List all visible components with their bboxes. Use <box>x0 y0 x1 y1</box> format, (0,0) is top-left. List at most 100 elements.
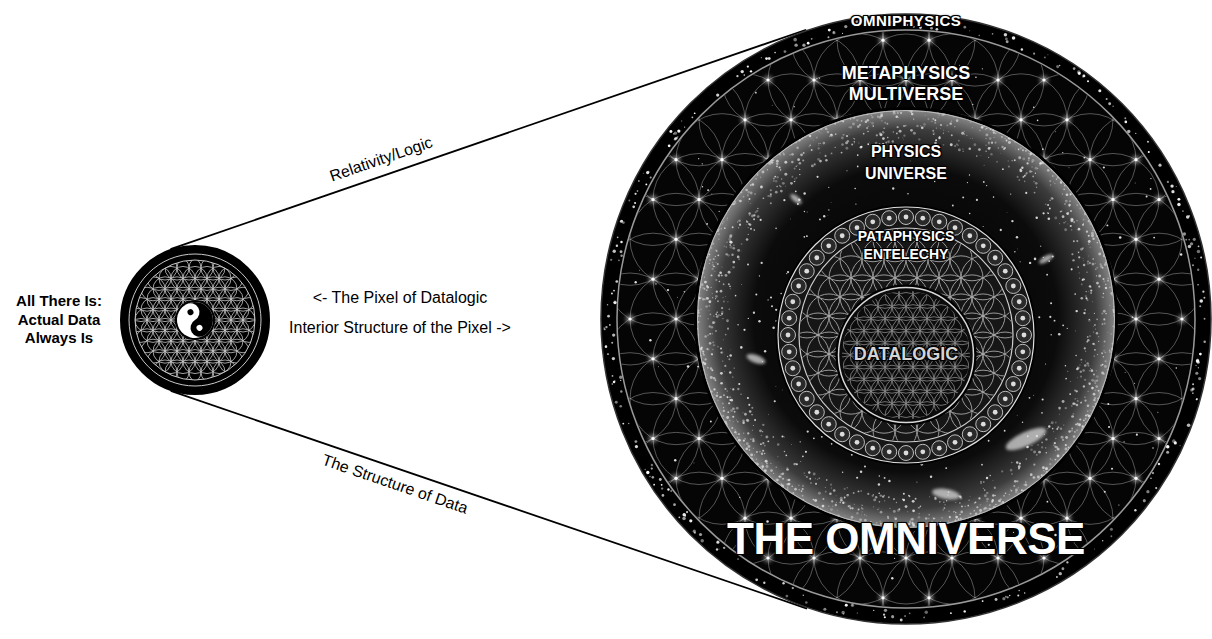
art-part <box>905 125 907 127</box>
art-part <box>916 125 918 127</box>
art-part <box>1047 428 1049 430</box>
art-part <box>620 250 623 253</box>
art-part <box>820 143 822 145</box>
art-part <box>1199 353 1202 356</box>
art-part <box>1087 80 1089 82</box>
art-part <box>1064 447 1067 450</box>
art-part <box>840 497 843 500</box>
art-part <box>1134 317 1137 320</box>
art-part <box>780 483 782 485</box>
art-part <box>1050 184 1051 185</box>
art-part <box>975 76 977 78</box>
art-part <box>1071 253 1073 255</box>
art-part <box>1097 242 1098 243</box>
art-part <box>729 241 731 243</box>
art-part <box>1070 225 1072 227</box>
art-part <box>1002 597 1005 600</box>
art-part <box>1194 258 1195 259</box>
art-part <box>768 163 769 164</box>
art-part <box>1134 397 1137 400</box>
art-part <box>711 354 713 356</box>
art-part <box>1081 401 1082 402</box>
art-part <box>1046 501 1048 503</box>
art-part <box>1058 407 1061 410</box>
art-part <box>1052 428 1054 430</box>
art-part <box>1101 313 1103 315</box>
art-part <box>759 451 761 453</box>
art-part <box>1068 167 1070 169</box>
art-part <box>1006 40 1009 43</box>
art-part <box>651 198 654 201</box>
art-part <box>700 308 702 310</box>
art-part <box>1036 454 1038 456</box>
art-part <box>653 484 655 486</box>
art-part <box>913 132 916 135</box>
art-part <box>992 33 994 35</box>
art-part <box>1104 341 1106 343</box>
art-part <box>643 173 644 174</box>
art-part <box>1099 263 1101 265</box>
art-part <box>693 462 695 464</box>
art-part <box>1076 240 1078 242</box>
art-part <box>766 465 769 468</box>
art-part <box>884 122 886 124</box>
art-part <box>986 498 989 501</box>
art-part <box>584 0 1212 639</box>
art-part <box>749 223 751 225</box>
art-part <box>1084 364 1087 367</box>
art-part <box>721 228 722 229</box>
art-part <box>879 36 887 44</box>
art-part <box>799 162 802 165</box>
art-part <box>832 505 833 506</box>
art-part <box>812 499 814 501</box>
art-part <box>974 502 976 504</box>
art-part <box>725 274 728 277</box>
art-part <box>994 495 996 497</box>
art-part <box>716 93 719 96</box>
art-part <box>704 288 706 290</box>
art-part <box>732 376 733 377</box>
art-part <box>1180 253 1182 255</box>
art-part <box>1093 393 1096 396</box>
art-part <box>711 353 713 355</box>
art-part <box>1018 149 1020 151</box>
art-part <box>835 504 837 506</box>
art-part <box>1072 259 1074 261</box>
art-part <box>1119 236 1122 239</box>
art-part <box>968 148 971 151</box>
art-part <box>776 186 777 187</box>
art-part <box>1019 169 1022 172</box>
art-part <box>170 295 219 344</box>
art-part <box>854 142 855 143</box>
art-part <box>837 510 838 511</box>
art-part <box>811 38 813 40</box>
art-part <box>879 501 881 503</box>
art-part <box>985 133 988 136</box>
art-part <box>1195 372 1198 375</box>
art-part <box>186 308 194 316</box>
art-part <box>1020 147 1022 149</box>
art-part <box>1190 388 1193 391</box>
art-part <box>674 132 677 135</box>
art-part <box>622 423 624 425</box>
art-part <box>744 444 745 445</box>
art-part <box>955 512 956 513</box>
art-part <box>1061 567 1064 570</box>
art-part <box>883 552 975 639</box>
art-part <box>1004 147 1006 149</box>
art-part <box>1118 504 1119 505</box>
art-part <box>837 552 929 639</box>
art-part <box>812 78 815 81</box>
art-part <box>1060 182 1062 184</box>
art-part <box>841 152 843 154</box>
art-part <box>699 533 702 536</box>
art-part <box>708 310 710 312</box>
pixel-circle-art <box>120 245 270 395</box>
art-part <box>706 289 708 291</box>
art-part <box>672 315 680 323</box>
art-part <box>750 202 752 204</box>
art-part <box>776 162 779 165</box>
art-part <box>1093 355 1095 357</box>
art-part <box>1106 98 1108 100</box>
